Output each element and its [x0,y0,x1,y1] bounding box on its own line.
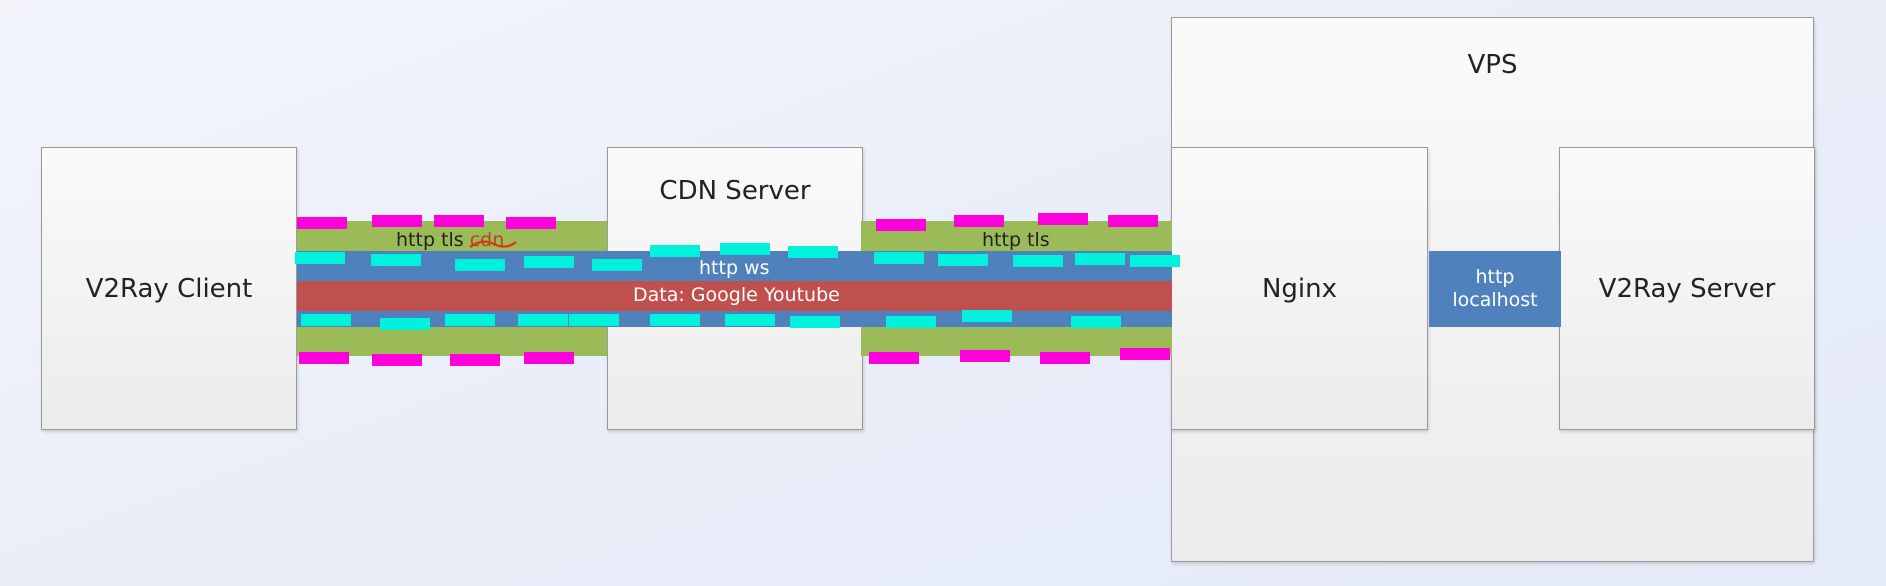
v2ray-client-label: V2Ray Client [85,273,253,304]
localhost-label: http localhost [1452,266,1538,311]
ws-packet-dash [1130,255,1180,267]
ws-packet-dash [790,316,840,328]
v2ray-server-box: V2Ray Server [1559,147,1815,430]
ws-packet-dash [874,252,924,264]
ws-packet-dash [371,254,421,266]
data-label: Data: Google Youtube [633,284,840,306]
ws-packet-dash [650,245,700,257]
ws-packet-dash [962,310,1012,322]
tls-packet-dash [1120,348,1170,360]
ws-packet-dash [301,314,351,326]
tls-packet-dash [876,219,926,231]
ws-packet-dash [720,243,770,255]
tls-packet-dash [299,352,349,364]
ws-packet-dash [1013,255,1063,267]
data-layer [297,281,1172,311]
ws-packet-dash [569,314,619,326]
ws-packet-dash [592,259,642,271]
ws-packet-dash [455,259,505,271]
localhost-link: http localhost [1429,251,1561,327]
ws-packet-dash [725,314,775,326]
ws-packet-dash [650,314,700,326]
nginx-label: Nginx [1261,273,1338,304]
ws-packet-dash [445,314,495,326]
tls-packet-dash [1040,352,1090,364]
cdn-server-label: CDN Server [659,176,811,206]
ws-packet-dash [938,254,988,266]
tls-packet-dash [1108,215,1158,227]
ws-packet-dash [380,318,430,330]
tls-right-label: http tls [982,229,1050,251]
tls-left-prefix: http tls [396,229,464,251]
ws-packet-dash [524,256,574,268]
strike-mark [469,240,517,248]
nginx-box: Nginx [1171,147,1428,430]
ws-label: http ws [699,257,770,279]
tls-packet-dash [954,215,1004,227]
tls-packet-dash [372,354,422,366]
ws-packet-dash [1071,316,1121,328]
ws-packet-dash [518,314,568,326]
tls-packet-dash [1038,213,1088,225]
tls-packet-dash [506,217,556,229]
ws-packet-dash [295,252,345,264]
ws-packet-dash [1075,253,1125,265]
tls-packet-dash [524,352,574,364]
v2ray-client-box: V2Ray Client [41,147,297,430]
tls-packet-dash [434,215,484,227]
tls-packet-dash [960,350,1010,362]
ws-packet-dash [886,316,936,328]
tls-packet-dash [372,215,422,227]
vps-label: VPS [1467,50,1518,80]
v2ray-server-label: V2Ray Server [1598,273,1776,304]
tls-packet-dash [297,217,347,229]
tls-packet-dash [450,354,500,366]
tls-packet-dash [869,352,919,364]
ws-packet-dash [788,246,838,258]
